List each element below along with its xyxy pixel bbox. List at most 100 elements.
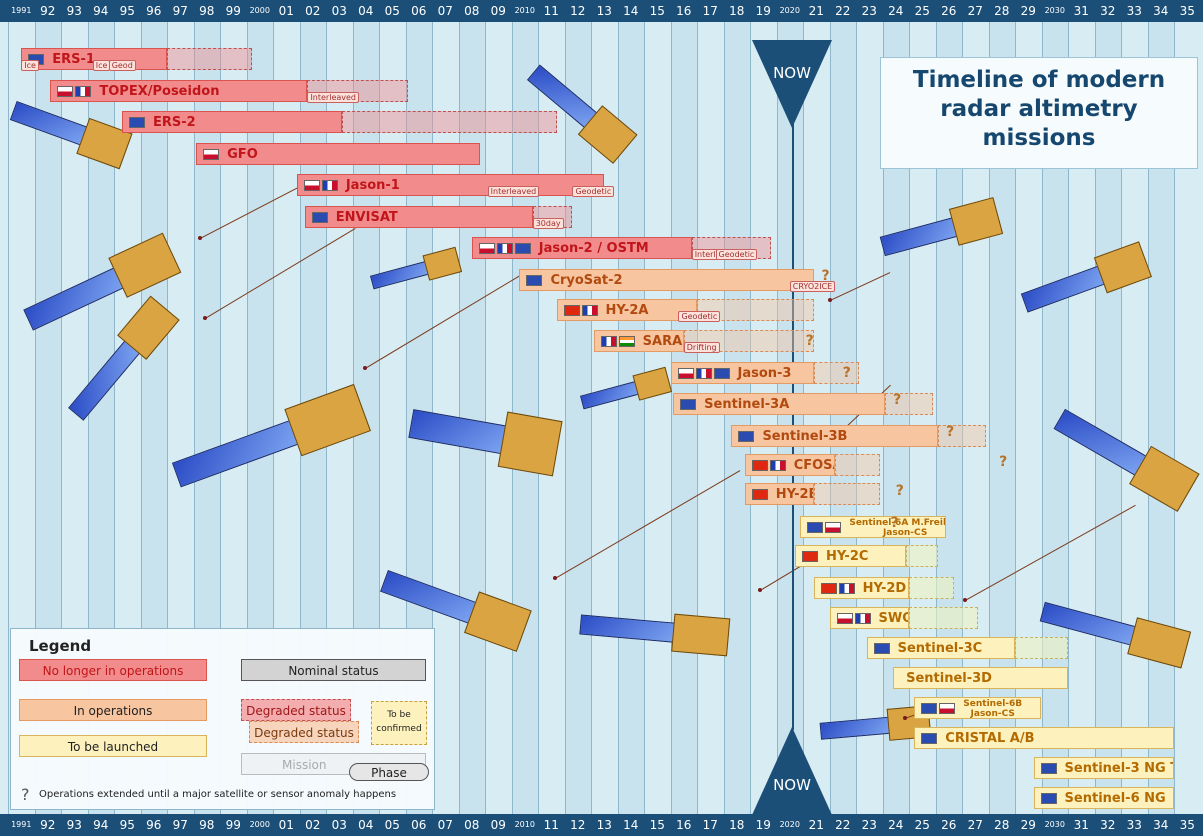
solar-panel-icon (879, 217, 959, 257)
mission-name-line: Jason-CS (882, 527, 928, 538)
year-tick-bottom: 11 (543, 818, 559, 832)
cn-flag-icon (751, 460, 768, 471)
satellite-body-icon (497, 411, 563, 477)
cn-flag-icon (563, 305, 580, 316)
eu-flag-icon (1040, 793, 1057, 804)
fr-flag-icon (769, 460, 786, 471)
year-column (220, 0, 248, 836)
solar-panel-icon (369, 260, 430, 290)
mission-extension (906, 545, 939, 567)
mission-bar: Sentinel-6 NG (1033, 787, 1174, 809)
mission-bar: Sentinel-3 NG Topo (1033, 757, 1174, 779)
leader-dot (203, 316, 207, 320)
now-label-top: NOW (773, 64, 811, 82)
question-mark-icon: ? (821, 268, 830, 284)
mission-extension (909, 577, 955, 599)
year-column (379, 0, 407, 836)
year-tick-bottom: 05 (384, 818, 400, 832)
eu-flag-icon (526, 275, 543, 286)
year-column (485, 0, 513, 836)
year-tick-bottom: 2020 (779, 820, 800, 829)
year-tick-top: 24 (888, 4, 904, 18)
fr-flag-icon (600, 336, 617, 347)
year-column (591, 0, 619, 836)
phase-tag: Drifting (683, 342, 720, 353)
solar-panel-icon (171, 419, 300, 488)
eu-flag-icon (873, 643, 890, 654)
year-tick-top: 93 (66, 4, 82, 18)
year-tick-top: 16 (676, 4, 692, 18)
year-column (723, 0, 751, 836)
year-tick-bottom: 32 (1100, 818, 1116, 832)
solar-panel-icon (9, 101, 89, 146)
mission-bar: ENVISAT (304, 206, 533, 228)
now-marker-bottom (752, 727, 832, 815)
year-tick-top: 92 (40, 4, 56, 18)
year-tick-top: 04 (358, 4, 374, 18)
year-tick-bottom: 35 (1179, 818, 1195, 832)
phase-tag: Interleaved (307, 92, 359, 103)
year-tick-bottom: 13 (596, 818, 612, 832)
mission-extension (1015, 637, 1068, 659)
mission-name: HY-2A (605, 303, 649, 318)
year-column (1174, 0, 1202, 836)
year-tick-bottom: 2000 (249, 820, 270, 829)
mission-name: SWOT (878, 611, 909, 626)
year-column (829, 0, 857, 836)
year-tick-bottom: 1991 (11, 820, 32, 829)
year-tick-bottom: 21 (808, 818, 824, 832)
mission-bar: ERS-2 (121, 111, 342, 133)
year-tick-top: 2000 (249, 6, 270, 15)
satellite-body-icon (949, 197, 1003, 246)
satellite-body-icon (671, 613, 731, 657)
year-tick-top: 96 (146, 4, 162, 18)
now-marker-top (752, 40, 832, 128)
year-tick-top: 19 (755, 4, 771, 18)
phase-tag: Interleaved (487, 186, 540, 197)
year-tick-top: 08 (464, 4, 480, 18)
satellite-body-icon (632, 366, 673, 401)
mission-name: Sentinel-6A M.FreilichJason-CS (849, 518, 945, 538)
mission-name: ENVISAT (335, 210, 398, 225)
mission-bar: CFOSAT (744, 454, 835, 476)
legend: Legend No longer in operations In operat… (10, 628, 435, 810)
legend-title: Legend (29, 637, 92, 655)
year-tick-bottom: 14 (623, 818, 639, 832)
year-tick-bottom: 28 (994, 818, 1010, 832)
year-tick-bottom: 22 (835, 818, 851, 832)
fr-flag-icon (581, 305, 598, 316)
legend-phase: Phase (349, 763, 429, 781)
year-column (114, 0, 142, 836)
leader-dot (553, 576, 557, 580)
mission-bar: CRISTAL A/B (914, 727, 1174, 749)
question-mark-icon: ? (21, 785, 30, 804)
year-tick-top: 2030 (1044, 6, 1065, 15)
mission-bar: Jason-2 / OSTM (471, 237, 692, 259)
mission-extension (813, 483, 880, 505)
mission-name: SARAL (642, 334, 683, 349)
year-tick-bottom: 09 (490, 818, 506, 832)
question-mark-icon: ? (890, 515, 899, 531)
mission-extension (697, 299, 814, 321)
year-tick-top: 97 (172, 4, 188, 18)
year-column (273, 0, 301, 836)
mission-name: Sentinel-6 NG (1064, 791, 1166, 806)
mission-name: Sentinel-3 NG Topo (1064, 761, 1173, 776)
mission-name: GFO (227, 147, 258, 162)
year-tick-top: 11 (543, 4, 559, 18)
mission-name: ERS-1 (52, 52, 95, 67)
cn-flag-icon (751, 489, 768, 500)
mission-bar: SARAL (593, 330, 684, 352)
legend-note: Operations extended until a major satell… (39, 789, 397, 800)
mission-extension (813, 362, 859, 384)
year-tick-bottom: 17 (702, 818, 718, 832)
year-tick-bottom: 19 (755, 818, 771, 832)
phase-tag: 30day (532, 218, 564, 229)
fr-flag-icon (695, 368, 712, 379)
year-tick-top: 28 (994, 4, 1010, 18)
year-tick-top: 33 (1126, 4, 1142, 18)
leader-dot (828, 298, 832, 302)
year-tick-bottom: 04 (358, 818, 374, 832)
